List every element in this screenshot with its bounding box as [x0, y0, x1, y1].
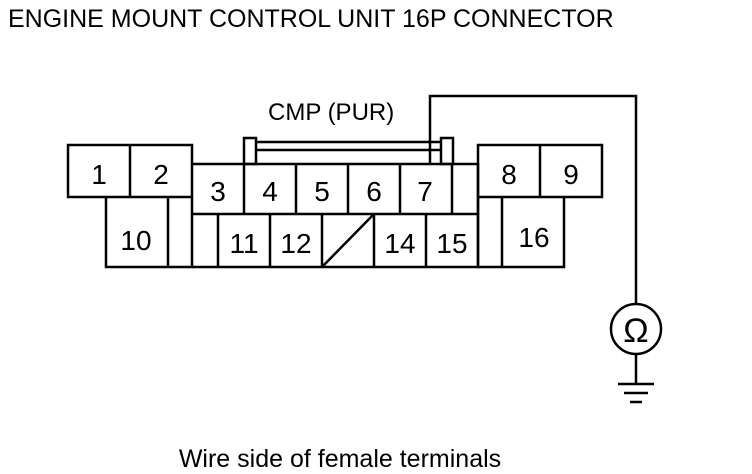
pin-9: 9: [563, 159, 579, 190]
pin-13-blocked-mark: [321, 213, 375, 268]
pin-3: 3: [210, 176, 226, 207]
pin-11: 11: [229, 228, 258, 259]
ohm-symbol: Ω: [623, 312, 648, 350]
pin-2: 2: [153, 159, 169, 190]
diagram-title: ENGINE MOUNT CONTROL UNIT 16P CONNECTOR: [8, 5, 614, 33]
pin-8: 8: [501, 159, 517, 190]
pin-5: 5: [314, 176, 330, 207]
pin-7: 7: [417, 176, 433, 207]
pin-10: 10: [120, 225, 151, 256]
diagram-caption: Wire side of female terminals: [179, 445, 501, 473]
pin-16: 16: [518, 222, 549, 253]
lock-tab-right: [439, 136, 455, 166]
pin-labels: 1 2 3 4 5 6 7 8 9 10 11 12 14 15 16: [91, 159, 579, 259]
lock-tab-left: [242, 136, 258, 166]
connector-body: [66, 136, 604, 269]
pin-4: 4: [262, 176, 278, 207]
pin-6: 6: [366, 176, 382, 207]
pin-1: 1: [91, 159, 107, 190]
ohmmeter-icon: Ω: [609, 302, 663, 356]
pin-15: 15: [436, 228, 467, 259]
test-lead-wire: [428, 94, 638, 304]
ground-icon: [618, 354, 654, 404]
pin-12: 12: [280, 228, 311, 259]
wire-label: CMP (PUR): [268, 99, 394, 126]
pin-14: 14: [384, 228, 415, 259]
